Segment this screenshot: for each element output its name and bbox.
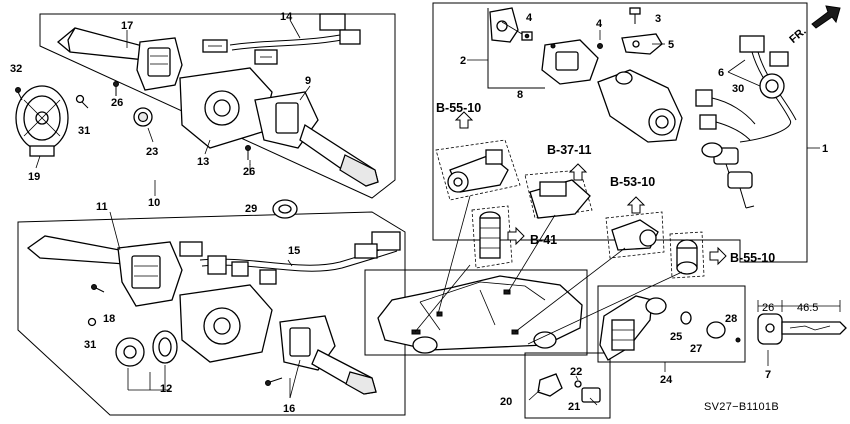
wire-harness-14 (202, 13, 361, 65)
label-21: 21 (568, 401, 580, 413)
label-16: 16 (283, 403, 295, 415)
sensor-parts (537, 373, 601, 403)
label-15: 15 (288, 245, 300, 257)
fuel-lid-cylinder-53-10 (605, 211, 665, 259)
label-13: 13 (197, 156, 209, 168)
car-body-frame (364, 269, 588, 356)
front-direction-label: FR. (787, 25, 808, 46)
cable-reel-19 (15, 85, 69, 157)
label-28: 28 (725, 313, 737, 325)
label-4a: 4 (526, 12, 533, 24)
bracket-5 (621, 33, 663, 55)
ref-arrows (454, 111, 727, 266)
front-direction-indicator: FR. (787, 5, 841, 46)
leader-lines-car (414, 195, 683, 345)
ref-b-55-10-upper: B-55-10 (436, 101, 481, 115)
door-cylinder-55-10 (435, 139, 521, 201)
wire-harness-6-30 (695, 35, 797, 143)
label-29: 29 (245, 203, 257, 215)
label-24: 24 (660, 374, 673, 386)
label-30: 30 (732, 83, 744, 95)
keys-7-lock (701, 142, 755, 209)
cylinder-41 (471, 205, 513, 269)
label-31b: 31 (84, 339, 96, 351)
ref-b-37-11: B-37-11 (547, 143, 592, 157)
bolt-3 (629, 7, 641, 24)
label-20: 20 (500, 396, 512, 408)
wire-harness-15 (179, 231, 401, 285)
label-6: 6 (718, 67, 724, 79)
label-25: 25 (670, 331, 682, 343)
label-14: 14 (280, 11, 293, 23)
lock-body (597, 69, 683, 143)
label-26a: 26 (111, 97, 123, 109)
label-22: 22 (570, 366, 582, 378)
label-19: 19 (28, 171, 40, 183)
label-1: 1 (822, 143, 828, 155)
key-7 (757, 300, 847, 345)
reference-labels: B-55-10 B-37-11 B-53-10 B-41 B-55-10 (436, 101, 775, 265)
label-18: 18 (103, 313, 115, 325)
clamp-29 (272, 199, 298, 219)
key-cylinder-24 (599, 295, 741, 361)
dimension-26: 26 (762, 302, 774, 314)
screw-4 (597, 43, 603, 49)
label-5: 5 (668, 39, 674, 51)
lock-set-group-frame (432, 2, 808, 263)
screws-lower (87, 284, 283, 386)
car-body (377, 275, 583, 354)
lower-switch-group-frame (17, 211, 406, 416)
part-8-frame (487, 8, 545, 89)
sensor-group-frame (524, 352, 611, 419)
label-7: 7 (765, 369, 771, 381)
steering-lock-8 (541, 39, 599, 85)
label-10: 10 (148, 197, 160, 209)
key-cylinder-group-frame (597, 285, 746, 363)
label-27: 27 (690, 343, 702, 355)
ref-b-55-10-lower: B-55-10 (730, 251, 775, 265)
label-26b: 26 (243, 166, 255, 178)
combination-switch-assembly-upper (56, 27, 379, 187)
label-23: 23 (146, 146, 158, 158)
label-leaders (35, 19, 820, 406)
trunk-lock-37-11 (524, 169, 593, 219)
label-4b: 4 (596, 18, 603, 30)
screws-upper (75, 81, 251, 160)
label-32: 32 (10, 63, 22, 75)
label-17: 17 (121, 20, 133, 32)
part-number-labels: 17 14 9 32 26 31 23 13 26 19 10 29 11 15… (10, 11, 828, 415)
label-9: 9 (305, 75, 311, 87)
dimension-46-5: 46.5 (797, 302, 818, 314)
label-11: 11 (96, 201, 108, 213)
label-8: 8 (517, 89, 523, 101)
label-31a: 31 (78, 125, 90, 137)
key-dimensions: 26 46.5 (762, 302, 818, 314)
ref-b-41: B-41 (530, 233, 557, 247)
label-3: 3 (655, 13, 661, 25)
ref-b-53-10: B-53-10 (610, 175, 655, 189)
diagram-code: SV27−B1101B (704, 401, 779, 413)
combination-switch-assembly-lower (26, 235, 377, 395)
label-2: 2 (460, 55, 466, 67)
label-12: 12 (160, 383, 172, 395)
cylinder-55-10-b (669, 231, 705, 279)
